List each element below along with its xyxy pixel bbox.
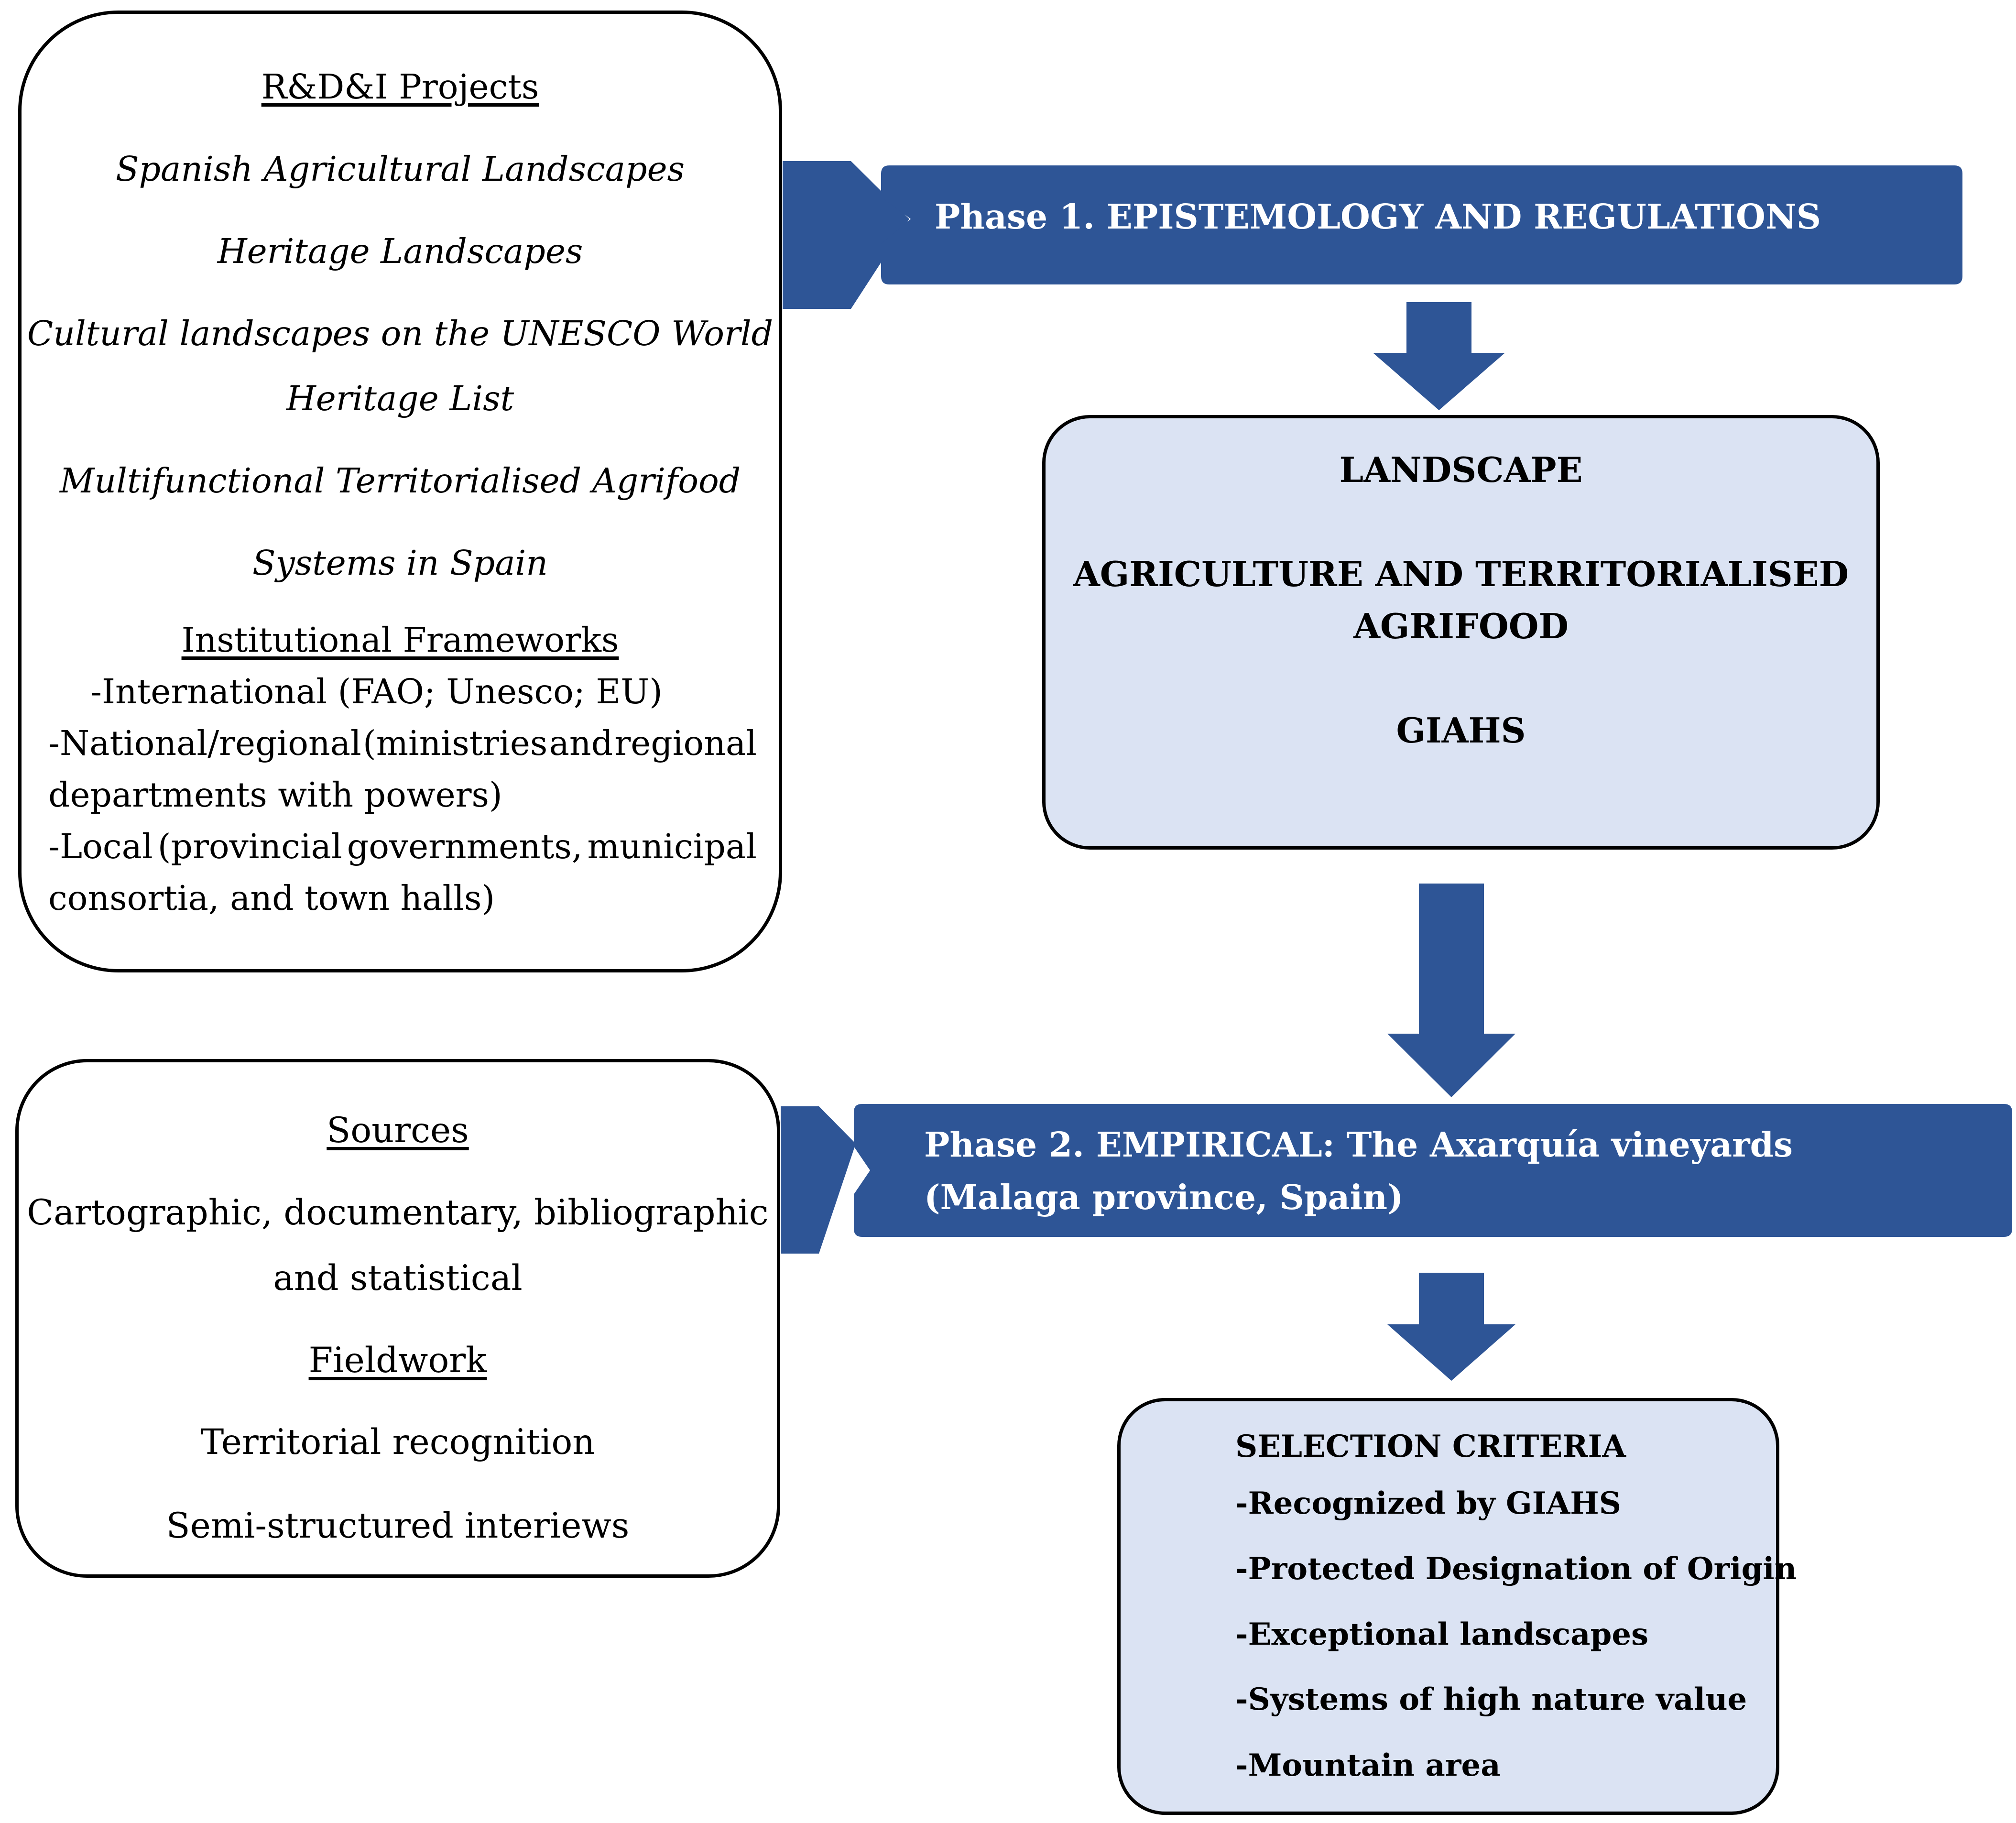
fieldwork-item: Semi-structured interiews <box>166 1506 630 1546</box>
framework-national-word: (ministries <box>363 723 548 763</box>
framework-national-word: regional <box>614 723 757 763</box>
theme-agriculture: AGRICULTURE AND TERRITORIALISED <box>1073 554 1849 594</box>
project-item: Heritage Landscapes <box>217 231 583 271</box>
framework-local-word: governments, <box>347 827 583 866</box>
phase2-connector-chevron <box>781 1106 856 1254</box>
framework-national-line1: -National/regional (ministries and regio… <box>48 722 757 765</box>
sources-fieldwork-box: Sources Cartographic, documentary, bibli… <box>15 1059 780 1578</box>
phase2-label-line2: (Malaga province, Spain) <box>924 1177 1404 1217</box>
projects-frameworks-box: R&D&I Projects Spanish Agricultural Land… <box>18 11 782 972</box>
framework-local-line2: consortia, and town halls) <box>48 878 495 918</box>
sources-line: Cartographic, documentary, bibliographic <box>27 1192 769 1233</box>
framework-local-word: -Local <box>48 827 153 866</box>
project-item: Heritage List <box>286 379 514 418</box>
frameworks-heading: Institutional Frameworks <box>181 620 619 660</box>
fieldwork-heading: Fieldwork <box>308 1340 487 1381</box>
project-item: Multifunctional Territorialised Agrifood <box>59 461 741 501</box>
sources-line: and statistical <box>273 1258 523 1299</box>
phase1-banner <box>881 165 1962 284</box>
theme-landscape: LANDSCAPE <box>1339 449 1583 490</box>
projects-heading: R&D&I Projects <box>261 67 539 107</box>
phase1-label: Phase 1. EPISTEMOLOGY AND REGULATIONS <box>935 196 1821 237</box>
down-arrow-2 <box>1387 884 1515 1097</box>
down-arrow-3 <box>1387 1273 1515 1381</box>
criteria-item: -Mountain area <box>1235 1747 1501 1783</box>
phase2-label-line1: Phase 2. EMPIRICAL: The Axarquía vineyar… <box>924 1124 1793 1165</box>
phase2-banner <box>854 1104 2012 1237</box>
fieldwork-item: Territorial recognition <box>200 1422 595 1463</box>
criteria-item: -Protected Designation of Origin <box>1235 1551 1797 1587</box>
criteria-heading: SELECTION CRITERIA <box>1235 1429 1626 1464</box>
project-item: Systems in Spain <box>252 543 548 583</box>
sources-heading: Sources <box>327 1110 469 1151</box>
project-item: Cultural landscapes on the UNESCO World <box>27 314 774 353</box>
project-item: Spanish Agricultural Landscapes <box>115 149 685 189</box>
framework-local-line1: -Local (provincial governments, municipa… <box>48 825 757 868</box>
framework-national-word: -National/regional <box>48 723 361 763</box>
criteria-item: -Recognized by GIAHS <box>1235 1485 1621 1521</box>
theme-giahs: GIAHS <box>1396 710 1526 751</box>
down-arrow-1 <box>1373 302 1505 410</box>
themes-box: LANDSCAPE AGRICULTURE AND TERRITORIALISE… <box>1042 415 1880 850</box>
criteria-item: -Exceptional landscapes <box>1235 1616 1649 1652</box>
selection-criteria-box: SELECTION CRITERIA -Recognized by GIAHS … <box>1117 1398 1797 1815</box>
framework-local-word: (provincial <box>157 827 342 866</box>
framework-national-line2: departments with powers) <box>48 775 502 815</box>
framework-local-word: municipal <box>587 827 757 866</box>
theme-agrifood: AGRIFOOD <box>1353 606 1569 646</box>
criteria-item: -Systems of high nature value <box>1235 1681 1747 1717</box>
phase1-connector-chevron <box>783 161 909 309</box>
framework-international: -International (FAO; Unesco; EU) <box>90 672 663 711</box>
framework-national-word: and <box>549 723 613 763</box>
